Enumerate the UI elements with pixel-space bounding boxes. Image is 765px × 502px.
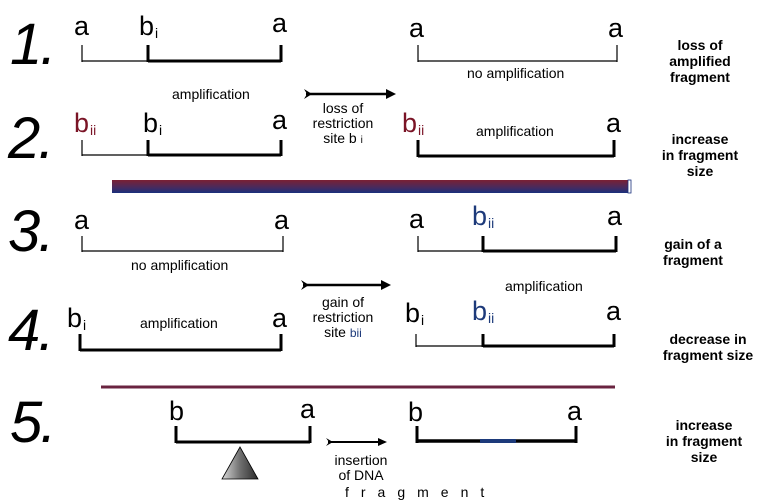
- r5-outcome: increase in fragment size: [665, 417, 743, 465]
- r1-right-site-a2: a: [608, 13, 624, 43]
- row-number-4: 4.: [8, 298, 54, 363]
- r2-right-site-bii: bii: [402, 108, 425, 138]
- r4-left-site-bi: bi: [67, 303, 87, 333]
- r3-right-site-a1: a: [409, 204, 425, 234]
- row4-right-fragment: [415, 334, 616, 348]
- r4-right-site-bi: bi: [405, 298, 425, 328]
- r4-right-site-a: a: [606, 296, 622, 326]
- r2-outcome: increase in fragment size: [661, 131, 739, 179]
- row-number-1: 1.: [10, 12, 56, 77]
- r3-left-label: no amplification: [131, 257, 229, 273]
- r4-left-site-a: a: [272, 303, 288, 333]
- r1-left-site-a2: a: [272, 8, 288, 38]
- r3-right-site-a2: a: [607, 201, 623, 231]
- row1-right-fragment: [417, 45, 618, 62]
- r1-left-site-a1: a: [74, 11, 90, 41]
- r2-right-label: amplification: [476, 123, 554, 139]
- r1-outcome: loss of amplified fragment: [669, 37, 731, 85]
- insertion-arrow: [326, 438, 387, 446]
- insertion-arrow-caption: insertion of DNA: [334, 452, 388, 483]
- r3-left-site-a1: a: [74, 205, 90, 235]
- row2-left-fragment: [81, 140, 283, 157]
- r1-right-label: no amplification: [467, 65, 565, 81]
- insertion-triangle: [221, 446, 259, 480]
- r3-right-label: amplification: [505, 278, 583, 294]
- r3-left-site-a2: a: [274, 205, 290, 235]
- r2-right-site-a: a: [606, 108, 622, 138]
- r5-left-site-a: a: [300, 394, 316, 424]
- row2-right-fragment: [416, 140, 616, 158]
- r5-right-site-b: b: [408, 397, 424, 427]
- r4-outcome: decrease in fragment size: [662, 331, 754, 363]
- insertion-caption-fragment: fragment: [345, 484, 497, 500]
- gain-arrow-caption: gain of restriction site bii: [312, 294, 374, 341]
- r1-right-site-a1: a: [409, 13, 425, 43]
- separator-band: [112, 179, 632, 194]
- loss-arrow: [304, 89, 396, 99]
- gain-arrow: [301, 280, 391, 290]
- r3-outcome: gain of a fragment: [663, 236, 723, 268]
- row-number-3: 3.: [8, 199, 54, 264]
- row3-right-fragment: [417, 236, 618, 253]
- row1-left-fragment: [81, 45, 283, 63]
- r4-left-label: amplification: [140, 315, 218, 331]
- row-number-5: 5.: [10, 390, 56, 455]
- row5-right-fragment: [415, 426, 578, 443]
- r2-left-site-bi: bi: [143, 108, 163, 138]
- r5-right-site-a: a: [567, 396, 583, 426]
- row4-left-fragment: [78, 334, 283, 352]
- r2-left-site-a: a: [272, 105, 288, 135]
- r1-left-site-b: bi: [139, 11, 159, 41]
- r2-left-site-bii: bii: [74, 108, 97, 138]
- r3-right-site-bii: bii: [472, 201, 495, 231]
- row5-left-fragment: [174, 426, 312, 444]
- r5-left-site-b: b: [169, 396, 185, 426]
- r2-left-label: amplification: [172, 86, 250, 102]
- row3-left-fragment: [81, 236, 284, 252]
- loss-arrow-caption: loss of restriction site b i: [312, 100, 374, 147]
- row-number-2: 2.: [8, 106, 54, 171]
- r4-right-site-bii: bii: [472, 296, 495, 326]
